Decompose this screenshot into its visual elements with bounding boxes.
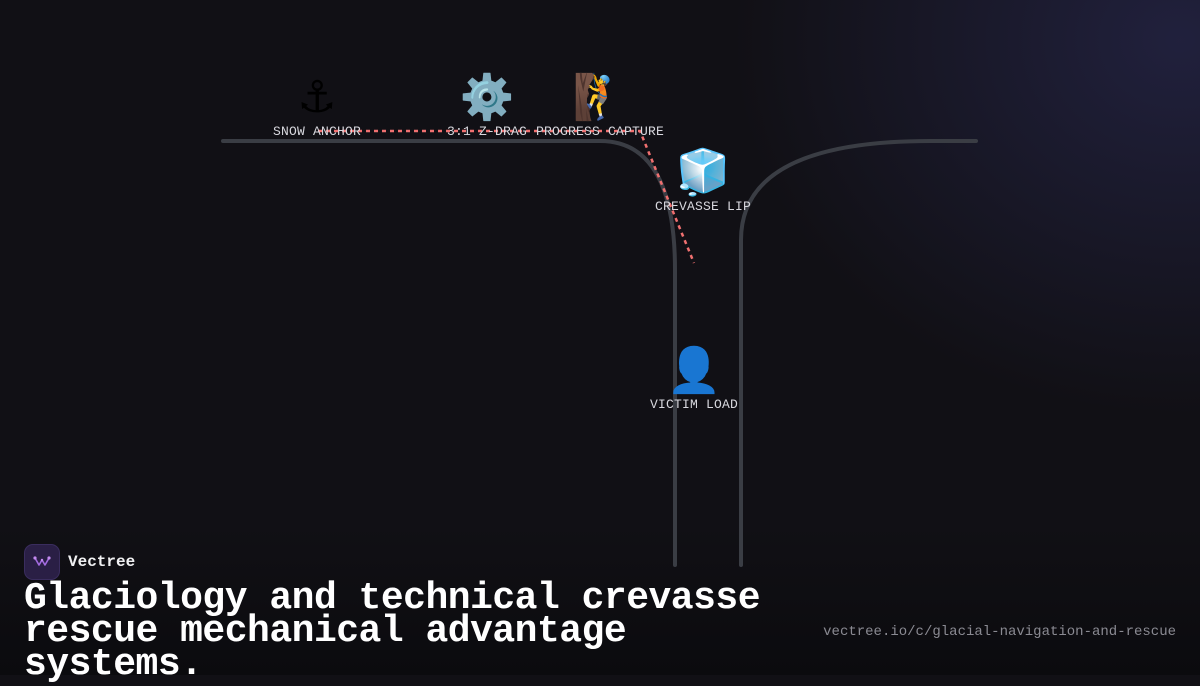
node-label: CREVASSE LIP: [654, 199, 752, 214]
brand-name: Vectree: [68, 553, 136, 571]
node-label: VICTIM LOAD: [649, 397, 739, 412]
climber-icon: 🧗: [572, 72, 628, 123]
node-label: PROGRESS CAPTURE: [535, 124, 665, 139]
node-label: SNOW ANCHOR: [272, 124, 362, 139]
rope-line: [318, 129, 696, 264]
node-victim-load: 👤 VICTIM LOAD: [649, 345, 739, 413]
page-title: Glaciology and technical crevasse rescue…: [24, 577, 761, 686]
brand: Vectree: [24, 544, 135, 580]
gear-icon: ⚙️: [459, 72, 515, 123]
ice-cube-icon: 🧊: [675, 147, 731, 198]
person-icon: 👤: [666, 345, 722, 396]
node-label: 3:1 Z-DRAG: [446, 124, 528, 139]
crevasse-right-wall: [739, 139, 978, 567]
bottom-fade: [0, 525, 1200, 675]
vectree-logo-icon: [24, 544, 60, 580]
page-url[interactable]: vectree.io/c/glacial-navigation-and-resc…: [823, 624, 1176, 640]
node-crevasse-lip: 🧊 CREVASSE LIP: [654, 147, 752, 215]
anchor-icon: ⚓: [297, 72, 337, 123]
node-z-drag: ⚙️ 3:1 Z-DRAG: [446, 72, 528, 140]
node-snow-anchor: ⚓ SNOW ANCHOR: [272, 72, 362, 140]
node-progress-capture: 🧗 PROGRESS CAPTURE: [535, 72, 665, 140]
crevasse-left-wall: [221, 139, 677, 567]
